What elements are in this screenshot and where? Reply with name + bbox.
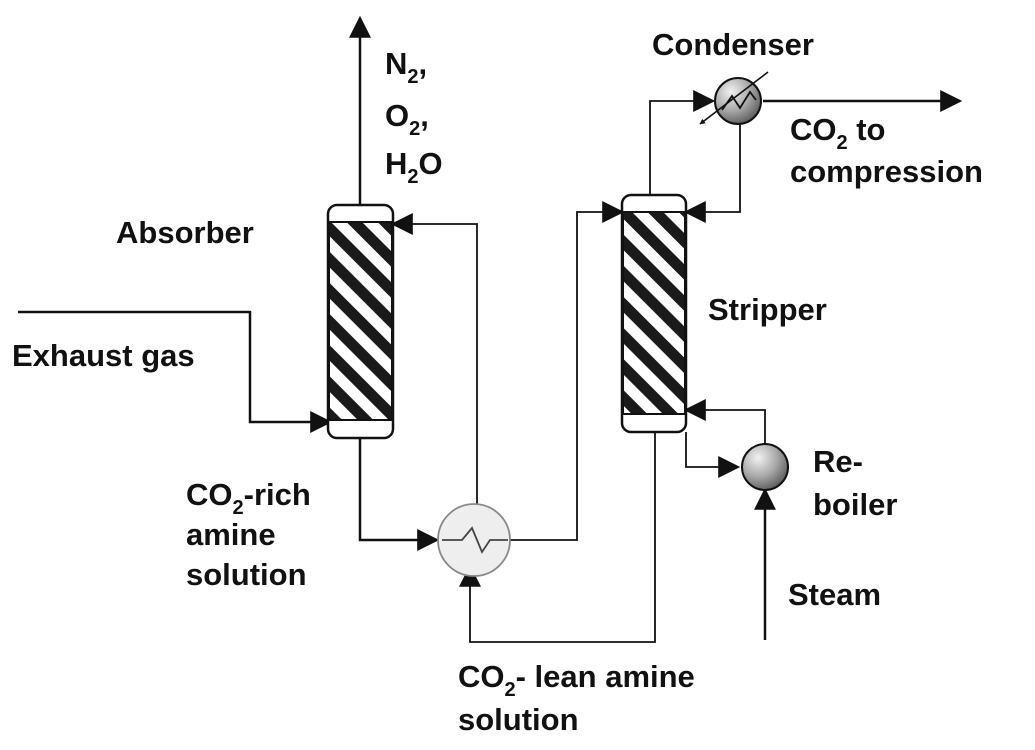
exhaust-gas-feed-line (18, 310, 333, 433)
stripper-label: Stripper (708, 292, 827, 327)
lean-amine-label-line2: solution (458, 702, 579, 737)
condenser-label: Condenser (652, 27, 814, 62)
stripper-overhead-line (649, 90, 716, 195)
outlet-gas-o2-label: O2, (385, 98, 429, 140)
reboiler (741, 443, 789, 491)
co2-to-compression-label-line1: CO2 to (790, 112, 886, 154)
rich-amine-label-line2: amine (186, 517, 276, 552)
stripper-column (620, 193, 688, 434)
rich-amine-line (358, 438, 440, 551)
outlet-gas-n2-label: N2, (385, 46, 427, 88)
condenser (699, 71, 769, 125)
condenser-coolant-arrow-icon (699, 71, 769, 125)
exhaust-gas-label: Exhaust gas (12, 338, 195, 373)
stripper-to-reboiler-line (685, 432, 741, 478)
absorber-column (326, 203, 395, 440)
co2-to-compression-label-line2: compression (790, 154, 983, 189)
outlet-gas-h2o-label: H2O (385, 146, 443, 188)
lean-to-absorber-line (390, 213, 478, 517)
rich-amine-label-line1: CO2-rich (186, 477, 311, 519)
stripper-packing (622, 211, 686, 415)
heat-exchanger (437, 503, 511, 577)
condenser-coil-icon (721, 90, 757, 111)
reboiler-label-line1: Re- (813, 444, 863, 479)
absorber-label: Absorber (116, 215, 254, 250)
reboiler-return-line (683, 399, 766, 445)
lean-amine-label-line1: CO2- lean amine (458, 659, 695, 701)
lean-amine-line (459, 432, 656, 643)
rich-amine-label-line3: solution (186, 557, 307, 592)
reboiler-label-line2: boiler (813, 487, 897, 522)
rich-to-stripper-line (510, 201, 625, 541)
absorber-packing (328, 221, 393, 421)
reflux-line (683, 124, 741, 223)
heat-exchanger-coil-icon (442, 526, 508, 554)
steam-label: Steam (788, 577, 881, 612)
